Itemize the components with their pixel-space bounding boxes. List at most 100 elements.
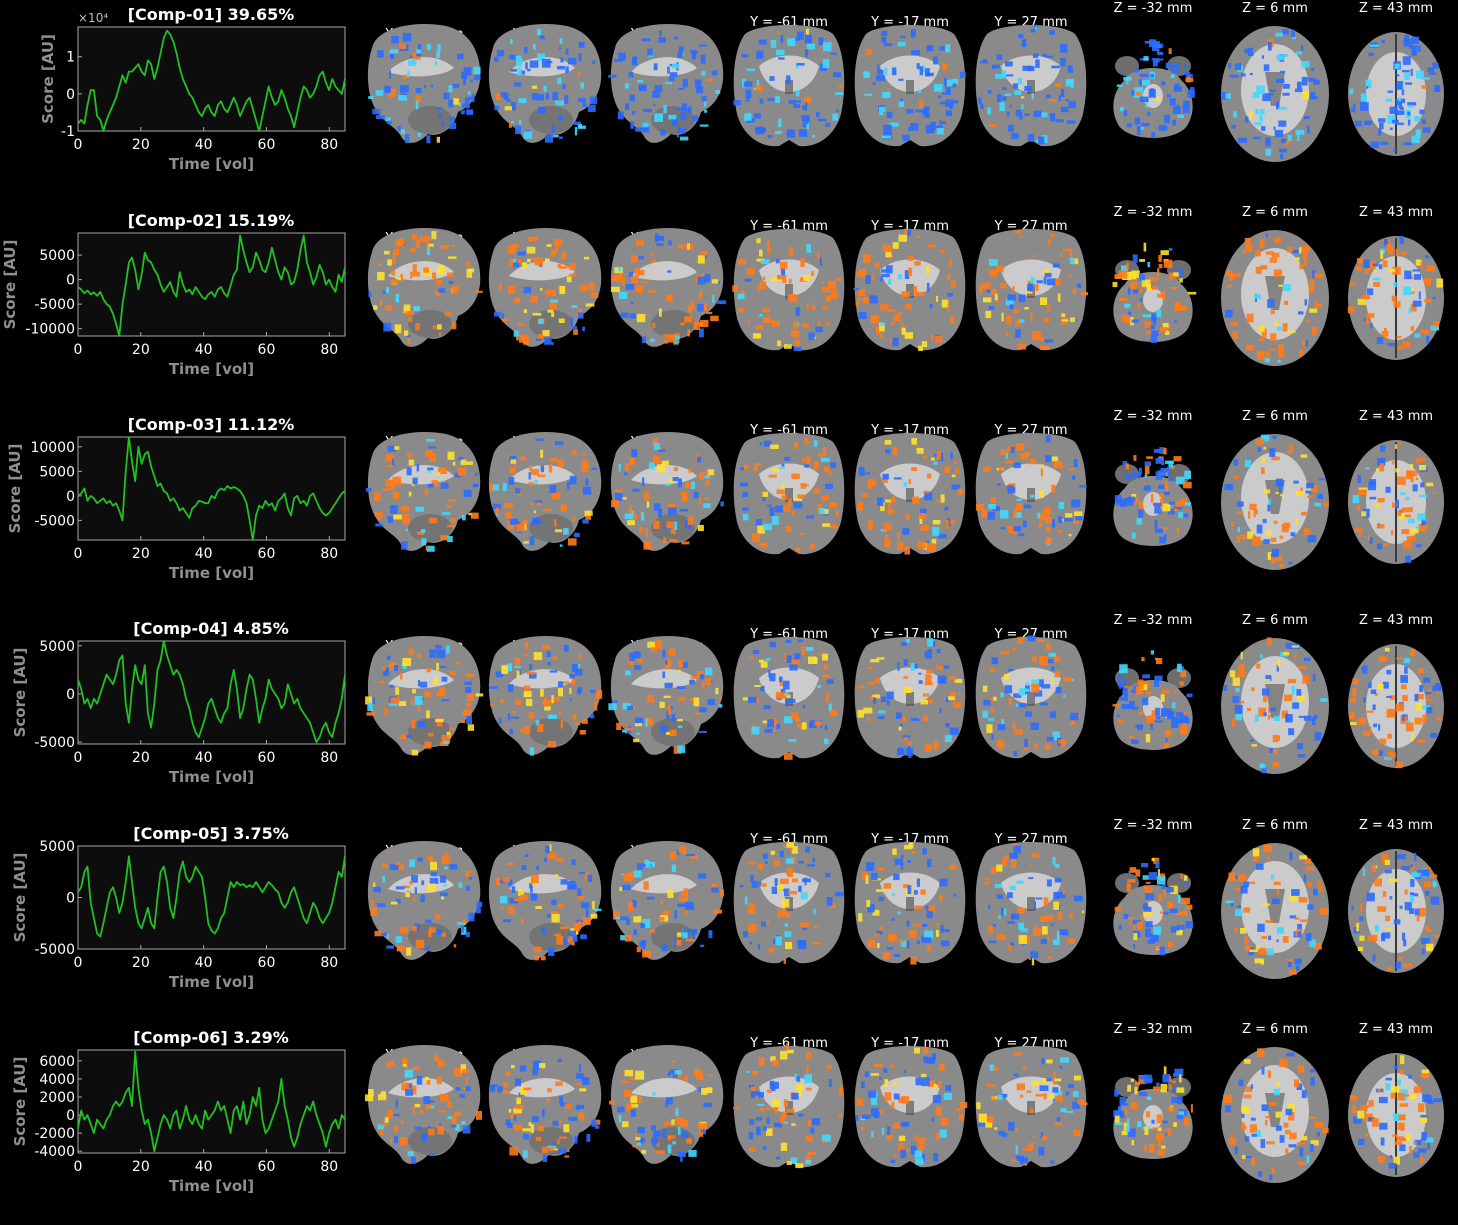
brain-slice-sag	[488, 432, 602, 551]
positive-activation-cluster	[711, 279, 719, 284]
positive-activation-cluster	[911, 467, 918, 471]
positive-activation-cluster	[1114, 906, 1122, 912]
negative-activation-cluster	[1419, 685, 1424, 693]
positive-activation-cluster	[1046, 304, 1051, 312]
positive-activation-cluster	[1350, 282, 1356, 286]
negative-activation-cluster	[910, 29, 916, 38]
positive-activation-cluster	[537, 474, 546, 477]
ventricle-shape	[785, 80, 793, 94]
y-exponent-label: ×10⁴	[78, 11, 108, 25]
negative-activation-cluster	[1280, 153, 1284, 160]
positive-activation-cluster	[668, 648, 676, 656]
positive-activation-cluster	[936, 922, 939, 928]
positive-activation-cluster	[445, 851, 449, 858]
negative-activation-cluster	[798, 639, 804, 642]
positive-activation-cluster	[578, 1112, 585, 1121]
negative-activation-cluster	[428, 483, 434, 488]
positive-activation-cluster	[699, 1132, 704, 1137]
negative-activation-cluster	[778, 118, 782, 128]
negative-activation-cluster	[750, 1091, 759, 1099]
negative-activation-cluster	[659, 30, 662, 36]
positive-activation-cluster	[986, 877, 990, 881]
positive-activation-cluster	[669, 729, 677, 737]
positive-activation-cluster	[1399, 1103, 1409, 1107]
negative-activation-cluster	[1250, 1117, 1256, 1121]
positive-activation-cluster	[1008, 943, 1012, 951]
negative-activation-cluster	[998, 914, 1001, 920]
negative-activation-cluster	[694, 79, 702, 88]
negative-activation-cluster	[1150, 933, 1159, 942]
negative-activation-cluster	[1415, 129, 1421, 138]
negative-activation-cluster	[1007, 487, 1016, 494]
negative-activation-cluster	[568, 1117, 578, 1121]
positive-activation-cluster	[1031, 1081, 1040, 1087]
negative-activation-cluster	[383, 667, 389, 677]
positive-activation-cluster	[390, 901, 398, 905]
positive-activation-cluster	[435, 1053, 438, 1061]
negative-activation-cluster	[903, 659, 908, 666]
negative-activation-cluster	[1136, 126, 1141, 136]
positive-activation-cluster	[801, 646, 805, 655]
positive-activation-cluster	[1289, 444, 1294, 451]
negative-activation-cluster	[535, 438, 544, 441]
negative-activation-cluster	[678, 87, 685, 90]
positive-activation-cluster	[523, 519, 528, 525]
negative-activation-cluster	[1254, 294, 1261, 299]
negative-activation-cluster	[1171, 66, 1175, 74]
positive-activation-cluster	[911, 496, 919, 504]
positive-activation-cluster	[1433, 491, 1436, 494]
negative-activation-cluster	[1018, 294, 1026, 303]
negative-activation-cluster	[1129, 700, 1135, 707]
positive-activation-cluster	[402, 1058, 408, 1064]
positive-activation-cluster	[537, 1125, 545, 1132]
positive-activation-cluster	[638, 269, 645, 276]
positive-activation-cluster	[1180, 498, 1188, 506]
negative-activation-cluster	[998, 1131, 1005, 1136]
negative-activation-cluster	[862, 472, 870, 475]
positive-activation-cluster	[581, 460, 589, 470]
negative-activation-cluster	[1272, 435, 1277, 439]
positive-activation-cluster	[1123, 686, 1129, 689]
positive-activation-cluster	[817, 504, 822, 512]
positive-activation-cluster	[1286, 330, 1296, 333]
positive-activation-cluster	[392, 476, 402, 486]
negative-activation-cluster	[1297, 132, 1300, 141]
negative-activation-cluster	[880, 322, 886, 326]
y-tick-label: 5000	[39, 248, 75, 264]
positive-activation-cluster	[1223, 1095, 1233, 1104]
negative-activation-cluster	[1366, 86, 1369, 89]
x-axis-label: Time [vol]	[169, 360, 254, 378]
positive-activation-cluster	[756, 258, 765, 262]
positive-activation-cluster	[453, 944, 457, 948]
positive-activation-cluster	[568, 263, 576, 270]
positive-activation-cluster	[1069, 317, 1076, 322]
negative-activation-cluster	[1156, 48, 1160, 53]
timecourse-line	[77, 855, 346, 938]
positive-activation-cluster	[624, 1090, 632, 1098]
negative-activation-cluster	[798, 129, 808, 137]
positive-activation-cluster	[559, 286, 566, 295]
negative-activation-cluster	[1425, 255, 1430, 259]
positive-activation-cluster	[1424, 298, 1432, 303]
negative-activation-cluster	[1117, 1110, 1125, 1118]
positive-activation-cluster	[578, 653, 582, 660]
positive-activation-cluster	[384, 305, 393, 311]
negative-activation-cluster	[869, 295, 878, 304]
negative-activation-cluster	[1433, 1098, 1442, 1103]
negative-activation-cluster	[400, 85, 409, 93]
positive-activation-cluster	[1423, 881, 1432, 888]
negative-activation-cluster	[667, 1144, 672, 1154]
negative-activation-cluster	[645, 718, 648, 727]
negative-activation-cluster	[926, 72, 934, 77]
negative-activation-cluster	[1271, 553, 1279, 558]
negative-activation-cluster	[1147, 261, 1151, 267]
positive-activation-cluster	[1388, 752, 1396, 758]
positive-activation-cluster	[1162, 291, 1166, 300]
positive-activation-cluster	[662, 334, 669, 338]
negative-activation-cluster	[794, 1074, 798, 1081]
negative-activation-cluster	[1151, 330, 1159, 336]
positive-activation-cluster	[1240, 928, 1247, 934]
negative-activation-cluster	[660, 129, 666, 136]
negative-activation-cluster	[1269, 1174, 1273, 1181]
negative-activation-cluster	[395, 886, 405, 890]
